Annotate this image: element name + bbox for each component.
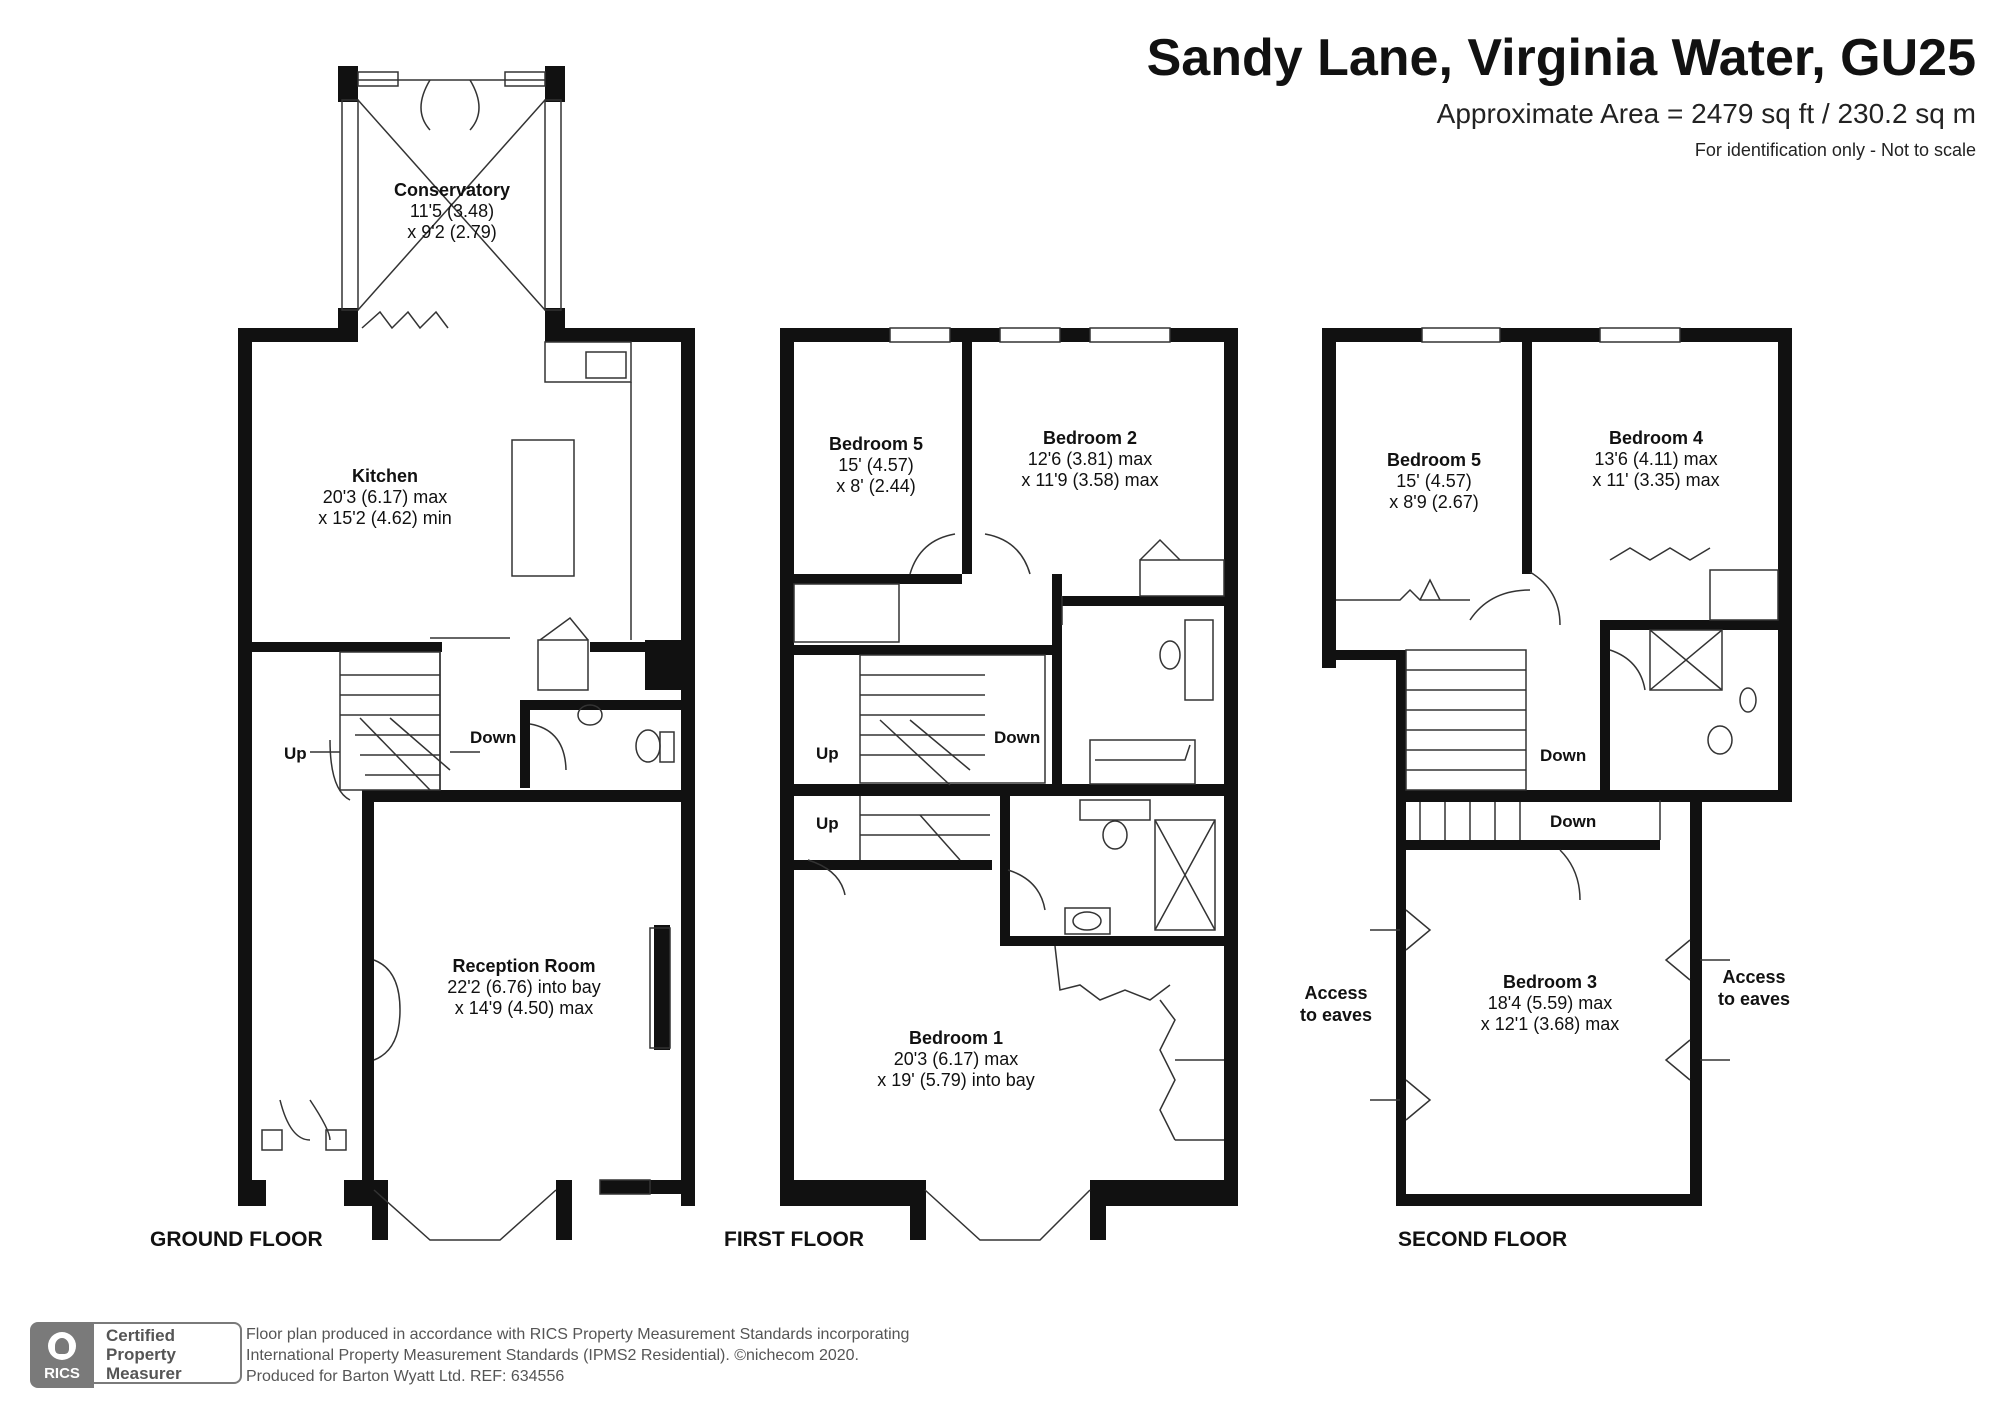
stairs-up-label: Up xyxy=(816,744,839,763)
rics-logo: RICS xyxy=(30,1322,94,1388)
eaves-label: Access xyxy=(1722,967,1786,987)
ground-floor-walls xyxy=(238,66,695,1240)
first-floor-walls xyxy=(780,328,1238,1240)
room-dimension: x 11'9 (3.58) max xyxy=(1021,470,1159,490)
stairs-down-label: Down xyxy=(1540,746,1587,765)
room-name: Reception Room xyxy=(452,956,596,976)
room-dimension: 15' (4.57) xyxy=(1396,471,1472,491)
room-dimension: x 15'2 (4.62) min xyxy=(318,508,452,528)
ground-stairs xyxy=(310,651,675,801)
second-floor-label: SECOND FLOOR xyxy=(1398,1228,1568,1251)
room-dimension: 12'6 (3.81) max xyxy=(1027,449,1153,469)
cert-line: Measurer xyxy=(106,1364,182,1383)
kitchen-fittings xyxy=(430,341,632,691)
room-reception: Reception Room 22'2 (6.76) into bay x 14… xyxy=(447,956,601,1019)
first-floor-fittings xyxy=(793,327,1225,1241)
room-name: Bedroom 1 xyxy=(908,1028,1004,1048)
room-name: Bedroom 4 xyxy=(1608,428,1704,448)
room-dimension: 13'6 (4.11) max xyxy=(1594,449,1718,469)
rics-certified-badge: RICS Certified Property Measurer xyxy=(30,1322,245,1388)
rics-badge-text: RICS xyxy=(44,1365,80,1382)
room-kitchen: Kitchen 20'3 (6.17) max x 15'2 (4.62) mi… xyxy=(318,466,452,529)
room-dimension: x 9'2 (2.79) xyxy=(407,222,497,242)
approximate-area: Approximate Area = 2479 sq ft / 230.2 sq… xyxy=(1436,98,1976,129)
room-dimension: 20'3 (6.17) max xyxy=(322,487,448,507)
footer-line: International Property Measurement Stand… xyxy=(246,1347,859,1364)
footer-line: Produced for Barton Wyatt Ltd. REF: 6345… xyxy=(246,1368,565,1385)
second-floor-fittings xyxy=(1336,327,1779,1121)
first-floor-label: FIRST FLOOR xyxy=(724,1228,864,1251)
room-name: Bedroom 2 xyxy=(1042,428,1138,448)
room-bedroom-2: Bedroom 2 12'6 (3.81) max x 11'9 (3.58) … xyxy=(1021,428,1158,491)
stairs-up-label: Up xyxy=(284,744,307,763)
room-bedroom-1: Bedroom 1 20'3 (6.17) max x 19' (5.79) i… xyxy=(877,1028,1035,1091)
room-bedroom-5-first: Bedroom 5 15' (4.57) x 8' (2.44) xyxy=(829,434,923,497)
eaves-label: Access xyxy=(1304,983,1368,1003)
room-dimension: 20'3 (6.17) max xyxy=(893,1049,1019,1069)
stairs-up-label: Up xyxy=(816,814,839,833)
second-floor-walls xyxy=(1322,328,1792,1206)
footer-disclaimer: Floor plan produced in accordance with R… xyxy=(246,1324,909,1387)
stairs-down-label: Down xyxy=(994,728,1041,747)
room-dimension: x 14'9 (4.50) max xyxy=(454,998,594,1018)
room-dimension: 18'4 (5.59) max xyxy=(1487,993,1613,1013)
room-name: Bedroom 5 xyxy=(1386,450,1482,470)
room-dimension: x 8'9 (2.67) xyxy=(1389,492,1479,512)
room-bedroom-5-second: Bedroom 5 15' (4.57) x 8'9 (2.67) xyxy=(1387,450,1481,513)
cert-line: Certified xyxy=(106,1326,175,1345)
room-dimension: x 12'1 (3.68) max xyxy=(1480,1014,1620,1034)
room-dimension: x 19' (5.79) into bay xyxy=(877,1070,1035,1090)
room-dimension: 22'2 (6.76) into bay xyxy=(447,977,601,997)
identification-note: For identification only - Not to scale xyxy=(1694,140,1976,160)
room-conservatory: Conservatory 11'5 (3.48) x 9'2 (2.79) xyxy=(394,180,510,243)
room-dimension: 15' (4.57) xyxy=(838,455,914,475)
room-dimension: 11'5 (3.48) xyxy=(409,201,495,221)
lion-icon xyxy=(48,1332,76,1360)
access-to-eaves-left: Access to eaves xyxy=(1300,982,1372,1026)
stairs-down-label: Down xyxy=(470,728,517,747)
footer-line: Floor plan produced in accordance with R… xyxy=(246,1326,910,1343)
room-bedroom-3: Bedroom 3 18'4 (5.59) max x 12'1 (3.68) … xyxy=(1481,972,1620,1035)
reception-fittings xyxy=(261,927,671,1241)
room-name: Bedroom 5 xyxy=(828,434,924,454)
eaves-label: to eaves xyxy=(1299,1005,1373,1025)
page-title: Sandy Lane, Virginia Water, GU25 xyxy=(1146,29,1976,87)
access-to-eaves-right: Access to eaves xyxy=(1718,966,1790,1010)
cert-line: Property xyxy=(106,1345,176,1364)
room-name: Bedroom 3 xyxy=(1502,972,1598,992)
certified-property-measurer: Certified Property Measurer xyxy=(94,1322,242,1384)
eaves-label: to eaves xyxy=(1717,989,1791,1009)
room-bedroom-4: Bedroom 4 13'6 (4.11) max x 11' (3.35) m… xyxy=(1592,428,1719,491)
room-dimension: x 11' (3.35) max xyxy=(1592,470,1720,490)
ground-floor-label: GROUND FLOOR xyxy=(150,1228,323,1251)
stairs-down-label: Down xyxy=(1550,812,1597,831)
conservatory-outline xyxy=(341,71,562,330)
room-dimension: x 8' (2.44) xyxy=(836,476,916,496)
room-name: Conservatory xyxy=(393,180,511,200)
room-name: Kitchen xyxy=(351,466,418,486)
